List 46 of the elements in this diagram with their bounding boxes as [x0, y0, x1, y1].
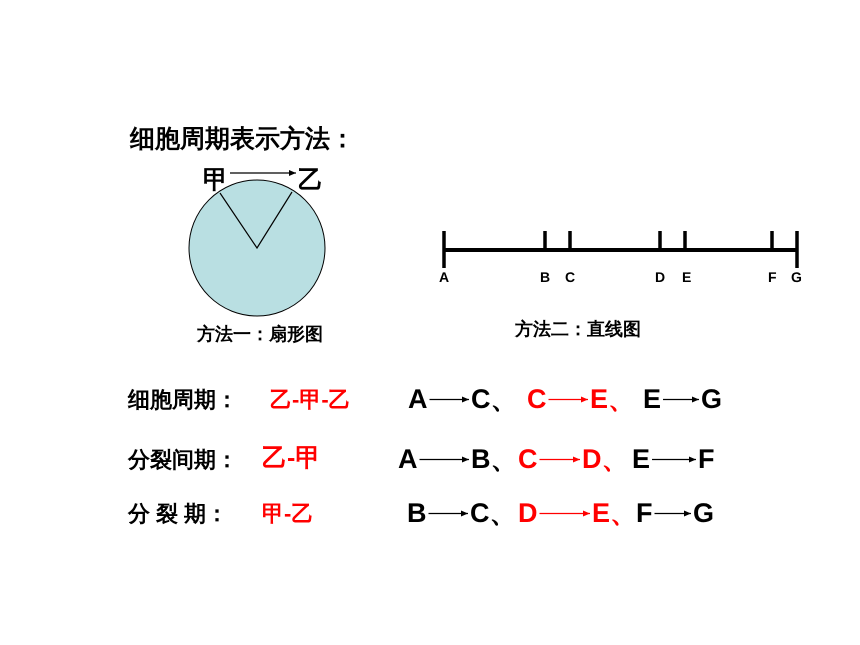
node-label: C: [527, 386, 546, 413]
node-label: D、: [582, 446, 628, 473]
row-heading: 分 裂 期：: [128, 503, 228, 525]
arrow: [652, 456, 696, 462]
node-label: B: [407, 500, 426, 527]
phase-sequence: 乙-甲: [262, 446, 320, 471]
node-label: 甲: [203, 168, 228, 193]
node-label: 乙: [298, 168, 323, 193]
node-label: A: [398, 446, 418, 473]
arrow: [420, 456, 469, 462]
arrow: [540, 510, 590, 516]
node-label: A: [408, 386, 428, 413]
phase-sequence: 乙-甲-乙: [270, 389, 351, 411]
arrow: [430, 396, 469, 402]
tick-label: A: [439, 270, 450, 284]
node-label: E: [643, 386, 662, 413]
arrow: [548, 396, 588, 402]
tick-label: F: [768, 270, 777, 284]
node-label: C: [518, 446, 538, 473]
node-label: G: [693, 500, 714, 527]
row-heading: 分裂间期：: [128, 449, 238, 471]
node-label: E、: [592, 500, 638, 527]
node-label: E: [632, 446, 650, 473]
arrow: [428, 510, 468, 516]
tick-label: E: [682, 270, 692, 284]
node-label: C、: [470, 500, 516, 527]
node-label: G: [701, 386, 722, 413]
node-label: F: [636, 500, 652, 527]
node-label: B、: [471, 446, 518, 473]
node-label: C、: [471, 386, 518, 413]
arrow: [663, 396, 699, 402]
node-label: F: [698, 446, 714, 473]
node-label: E、: [590, 386, 636, 413]
arrow: [654, 510, 691, 516]
phase-sequence: 甲-乙: [262, 503, 314, 525]
row-heading: 细胞周期：: [128, 389, 238, 411]
caption: 方法二：直线图: [515, 320, 641, 338]
tick-label: C: [565, 270, 576, 284]
arrow: [230, 170, 296, 176]
tick-label: D: [655, 270, 666, 284]
node-label: 方法一：扇形图: [197, 325, 323, 343]
title: 细胞周期表示方法：: [130, 127, 355, 152]
tick-label: B: [540, 270, 550, 284]
arrow: [540, 456, 580, 462]
node-label: D: [518, 500, 538, 527]
tick-label: G: [791, 270, 802, 284]
